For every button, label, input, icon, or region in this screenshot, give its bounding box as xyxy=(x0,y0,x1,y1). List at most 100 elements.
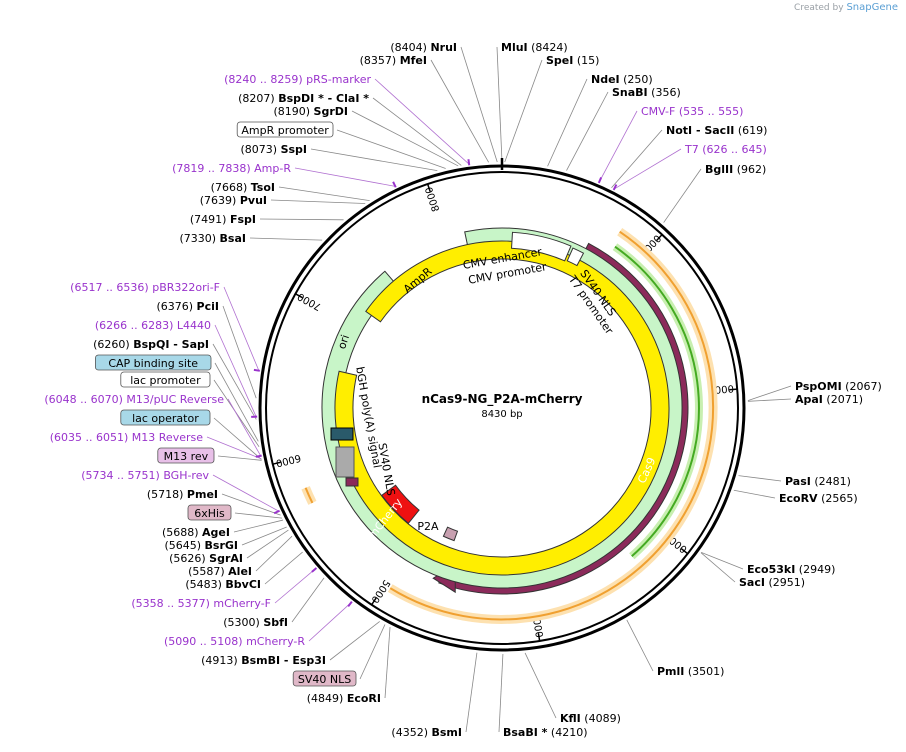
tick-7000 xyxy=(295,293,303,299)
line-fspi xyxy=(259,218,344,221)
label-mlui: MluI (8424) xyxy=(501,41,568,54)
line-bgh-rev xyxy=(212,474,279,512)
label-ndei: NdeI (250) xyxy=(591,73,653,86)
orf-orange-1 xyxy=(389,230,715,621)
tick-3000 xyxy=(680,548,689,555)
label-sgrdi: (8190) SgrDI xyxy=(273,105,348,118)
tick-label-8000: 8000 xyxy=(424,185,442,213)
line-ecorv xyxy=(733,489,776,499)
site-labels: (8404) NruI(8357) MfeI(8240 .. 8259) pRS… xyxy=(44,41,881,739)
box-ampr-promoter xyxy=(236,121,334,138)
line-lac-operator xyxy=(213,417,262,460)
box-lac-operator xyxy=(120,409,211,426)
ori-arrow xyxy=(334,240,670,576)
cmv-promoter-arrow xyxy=(566,247,585,267)
line-pspomi xyxy=(747,385,792,401)
line-kfli xyxy=(524,652,557,719)
tick-4000 xyxy=(537,632,541,642)
watermark: Created by SnapGene xyxy=(794,2,898,13)
label-spei: SpeI (15) xyxy=(546,54,599,67)
label-pmei: (5718) PmeI xyxy=(147,488,218,501)
line-sspi xyxy=(310,148,438,172)
orf-orange-2 xyxy=(304,487,314,504)
line-bsmi xyxy=(465,652,478,733)
label-apai: ApaI (2071) xyxy=(795,393,863,406)
primer-site-6 xyxy=(311,567,318,573)
label-mcherry-f: (5358 .. 5377) mCherry-F xyxy=(131,597,271,610)
line-apai xyxy=(747,398,792,402)
label-saci: SacI (2951) xyxy=(739,576,805,589)
label-amp-r: (7819 .. 7838) Amp-R xyxy=(172,162,291,175)
line-m13-rev-primer xyxy=(206,436,262,460)
label-ampr-promoter: AmpR promoter xyxy=(241,124,329,137)
inner-backbone xyxy=(265,171,739,645)
line-sbfi xyxy=(291,577,325,623)
line-saci xyxy=(700,552,736,583)
tick-label-7000: 7000 xyxy=(296,290,324,312)
label-pmli: PmlI (3501) xyxy=(657,665,724,678)
snapgene-logo: SnapGene xyxy=(846,2,898,13)
primer-site-8 xyxy=(597,177,603,184)
line-amp-r xyxy=(294,167,396,187)
label-bglii: BglII (962) xyxy=(705,163,766,176)
feature-label-sv40-nls-lower: SV40 NLS xyxy=(375,442,397,497)
line-pmei xyxy=(221,493,281,516)
line-mcherry-r xyxy=(308,602,352,642)
label-sgrai: (5626) SgrAI xyxy=(169,552,243,565)
primer-site-0 xyxy=(467,159,471,166)
line-6xhis xyxy=(234,512,283,519)
label-bsmi: (4352) BsmI xyxy=(391,726,462,739)
line-mcherry-f xyxy=(274,568,316,604)
line-bspqi xyxy=(212,343,257,420)
label-pbr322ori-f: (6517 .. 6536) pBR322ori-F xyxy=(70,281,220,294)
box-m13-rev-box xyxy=(157,447,215,464)
box-cap-binding xyxy=(95,354,212,371)
cmv-enhancer-arrow xyxy=(511,231,572,262)
mcherry-arrow xyxy=(381,484,420,524)
label-bspdi: (8207) BspDI * - ClaI * xyxy=(238,92,369,105)
box-lac-promoter xyxy=(120,371,211,388)
tick-6000 xyxy=(272,461,281,465)
feature-label-ori: ori xyxy=(335,333,352,351)
p2a-block xyxy=(442,526,459,542)
line-bsabi xyxy=(498,653,504,733)
line-pbr322ori-f xyxy=(223,286,260,371)
primer-site-4 xyxy=(255,454,262,458)
label-ecori: (4849) EcoRI xyxy=(307,692,381,705)
tick-label-6000: 6000 xyxy=(275,452,302,469)
label-t7: T7 (626 .. 645) xyxy=(684,143,767,156)
line-prs-marker xyxy=(374,78,470,165)
label-kfli: KflI (4089) xyxy=(560,712,621,725)
tick-8000 xyxy=(426,183,431,192)
label-sbfi: (5300) SbfI xyxy=(223,616,288,629)
tick-1000 xyxy=(656,234,663,241)
label-cmv-f: CMV-F (535 .. 555) xyxy=(641,105,743,118)
label-agei: (5688) AgeI xyxy=(162,526,230,539)
line-pcii xyxy=(222,305,257,399)
label-bbvci: (5483) BbvCI xyxy=(185,578,261,591)
label-m13-puc-rev: (6048 .. 6070) M13/pUC Reverse xyxy=(44,393,224,406)
label-bspqi: (6260) BspQI - SapI xyxy=(93,338,209,351)
label-bsai: (7330) BsaI xyxy=(179,232,246,245)
line-l4440 xyxy=(214,324,257,417)
orf-green-1 xyxy=(614,245,700,557)
line-noti xyxy=(611,129,663,188)
label-bsrgi: (5645) BsrGI xyxy=(164,539,238,552)
line-cap-binding xyxy=(214,362,259,442)
label-lines xyxy=(206,46,792,733)
label-tsoi: (7668) TsoI xyxy=(211,181,275,194)
line-pvui xyxy=(270,199,366,204)
label-lac-operator: lac operator xyxy=(132,412,199,425)
label-ecorv: EcoRV (2565) xyxy=(779,492,858,505)
watermark-prefix: Created by xyxy=(794,3,844,13)
label-bsmbi: (4913) BsmBI - Esp3I xyxy=(201,654,326,667)
label-sv40-nls-box: SV40 NLS xyxy=(298,673,351,686)
label-pvui: (7639) PvuI xyxy=(200,194,267,207)
label-pasi: PasI (2481) xyxy=(785,475,851,488)
label-noti: NotI - SacII (619) xyxy=(666,124,767,137)
line-ampr-promoter xyxy=(336,129,446,169)
label-fspi: (7491) FspI xyxy=(190,213,256,226)
line-pmli xyxy=(626,619,654,672)
line-ecori xyxy=(384,627,391,699)
